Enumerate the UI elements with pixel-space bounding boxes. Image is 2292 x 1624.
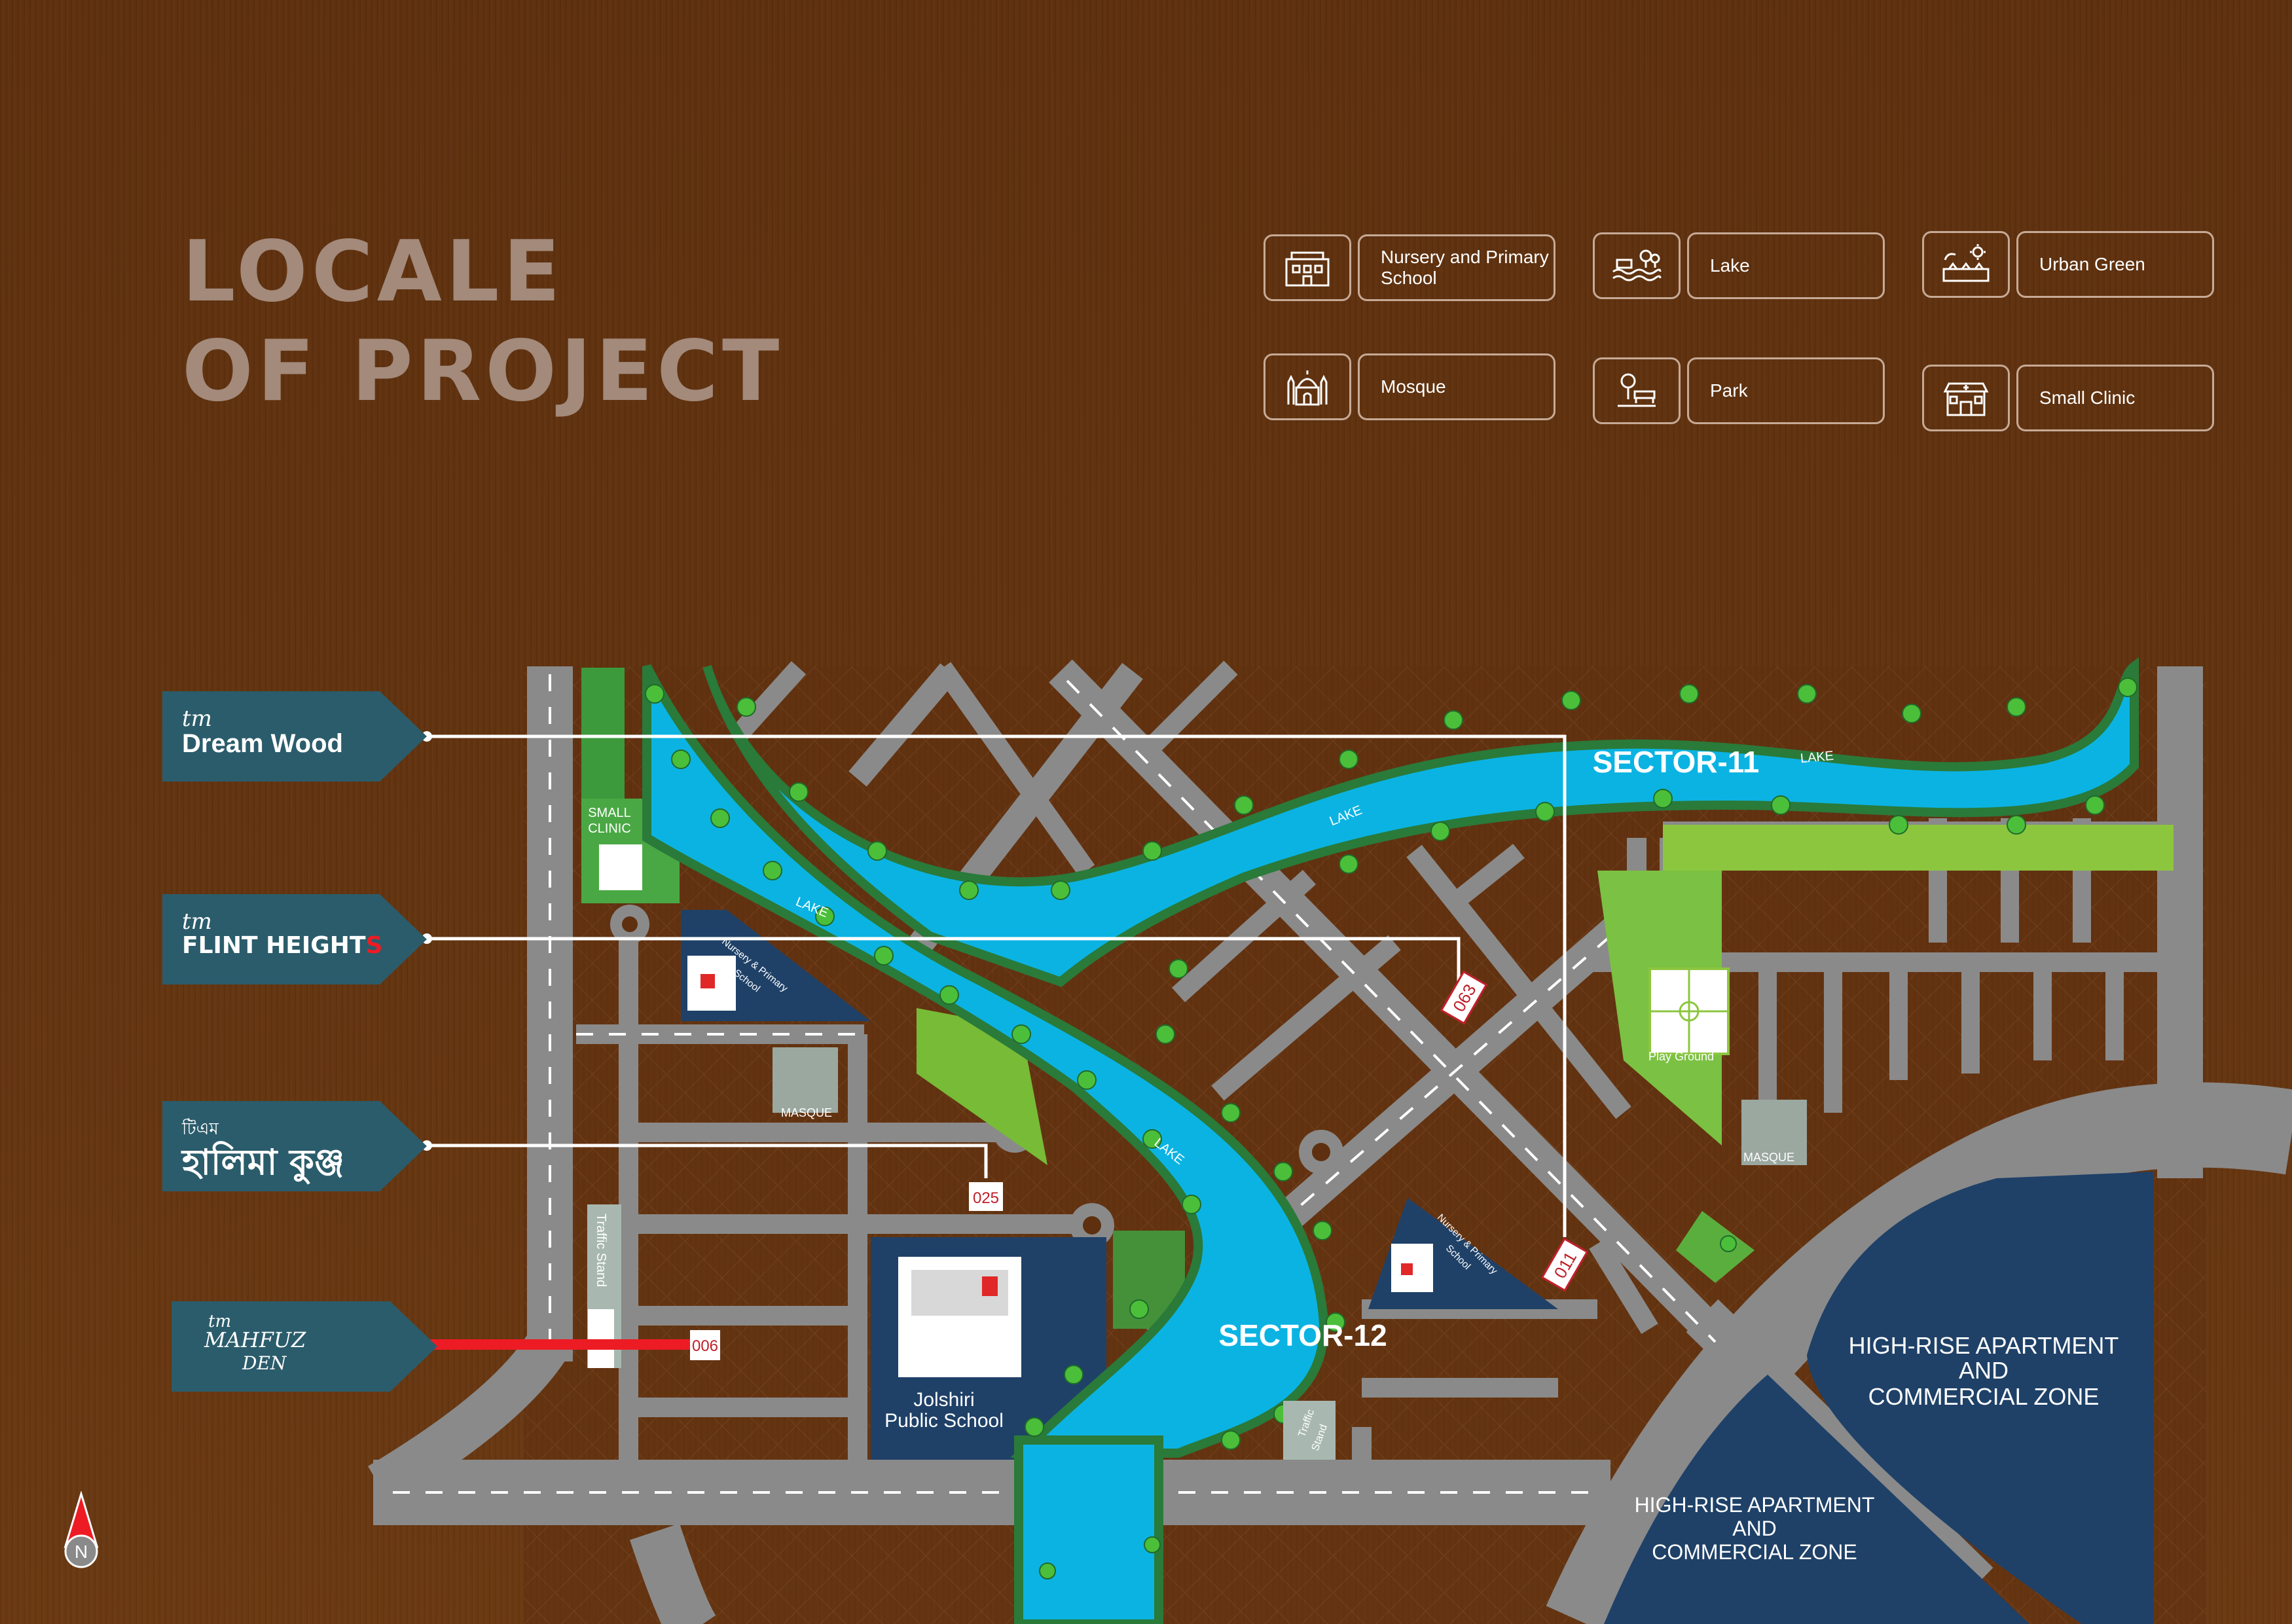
trees [645, 677, 2137, 1579]
label-school-2: Public School [884, 1410, 1004, 1432]
plot-tag-006: 006 [692, 1337, 718, 1355]
label-school-1: Jolshiri [913, 1389, 974, 1411]
title-line-2: OF PROJECT [182, 323, 784, 420]
label-sector-11: SECTOR-11 [1593, 745, 1760, 779]
page-title: LOCALE OF PROJECT [182, 223, 783, 422]
project-logo-prefix: tm [182, 706, 212, 732]
label-lake-1: LAKE [1800, 749, 1834, 766]
compass-label: N [75, 1542, 88, 1562]
mosque-icon [1264, 353, 1351, 420]
label-zone-east-1: HIGH-RISE APARTMENT [1849, 1332, 2119, 1359]
park-icon [1593, 357, 1681, 424]
traffic-stand-south [1283, 1401, 1336, 1460]
label-zone-south-1: HIGH-RISE APARTMENT [1635, 1493, 1875, 1517]
label-sector-12: SECTOR-12 [1218, 1318, 1387, 1352]
label-zone-east-3: COMMERCIAL ZONE [1868, 1383, 2100, 1410]
label-small-clinic-2: CLINIC [588, 821, 631, 836]
project-tag-mahfuz-den[interactable]: tm MAHFUZ DEN [172, 1301, 437, 1392]
label-traffic-stand-west: Traffic Stand [594, 1214, 608, 1287]
title-line-1: LOCALE [182, 223, 564, 321]
lake-waves-icon [1593, 232, 1681, 299]
clinic-icon [1922, 365, 2010, 431]
project-tag-halima-kunja[interactable]: টিএম হালিমা কুঞ্জ [162, 1101, 427, 1191]
urban-green-icon [1922, 231, 2010, 298]
legend-label: Park [1687, 357, 1885, 424]
project-name: হালিমা কুঞ্জ [182, 1142, 345, 1183]
north-arrow-icon: N [56, 1490, 106, 1570]
mosque-building-east [1741, 1100, 1807, 1165]
project-tag-dream-wood[interactable]: tm Dream Wood [162, 691, 427, 782]
plot-tags: 011 063 025 006 [690, 970, 1589, 1360]
label-masque-west: MASQUE [781, 1106, 832, 1119]
project-connectors [427, 734, 1567, 1237]
label-masque-east: MASQUE [1743, 1151, 1794, 1164]
label-zone-south-3: COMMERCIAL ZONE [1652, 1540, 1857, 1564]
project-tag-flint-heights[interactable]: tm FLINT HEIGHTS [162, 894, 427, 984]
project-logo-prefix: tm [208, 1312, 232, 1331]
plot-tag-025: 025 [973, 1189, 999, 1207]
project-connector-highlight [427, 1339, 695, 1350]
project-name: Dream Wood [182, 729, 343, 758]
legend-label: Nursery and Primary School [1358, 234, 1555, 301]
school-building-icon [1264, 234, 1351, 301]
roundabouts [610, 905, 1343, 1248]
legend-label: Lake [1687, 232, 1885, 299]
project-name: MAHFUZ [204, 1327, 306, 1352]
label-play-ground: Play Ground [1648, 1050, 1714, 1063]
label-zone-east-2: AND [1959, 1357, 2009, 1384]
small-clinic-building [599, 844, 642, 890]
legend-label: Small Clinic [2016, 365, 2214, 431]
project-name-line-2: DEN [242, 1352, 287, 1374]
project-logo-prefix: tm [182, 909, 212, 935]
label-small-clinic-1: SMALL [588, 806, 631, 820]
label-zone-south-2: AND [1732, 1517, 1777, 1540]
legend-label: Mosque [1358, 353, 1555, 420]
mosque-building-west [773, 1047, 838, 1113]
project-name: FLINT HEIGHTS [182, 932, 383, 959]
legend-label: Urban Green [2016, 231, 2214, 298]
project-logo-prefix: টিএম [182, 1119, 219, 1139]
buildings [587, 844, 1807, 1460]
